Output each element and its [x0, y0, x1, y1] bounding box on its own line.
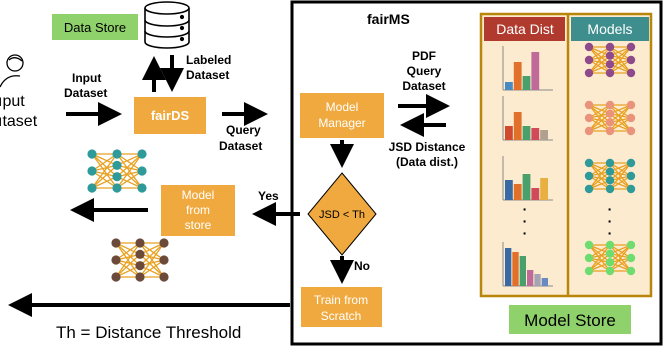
query-dataset-1: Query: [226, 123, 261, 137]
data-dist-header: [484, 17, 565, 41]
fairds-box: [134, 97, 206, 134]
pdf-query-1: PDF: [412, 49, 436, 63]
models-header: [571, 17, 649, 41]
database-icon: [144, 1, 190, 49]
pdf-query-2: Query: [407, 64, 442, 78]
model-store-text: Model Store: [524, 311, 616, 330]
neural-network-icon: [584, 158, 636, 194]
model-from-store-1: Model: [182, 188, 215, 202]
no-label: No: [354, 259, 370, 273]
query-dataset-2: Dataset: [219, 139, 262, 153]
data-store-text: Data Store: [64, 20, 126, 35]
user-icon: [0, 54, 24, 88]
dots-models-1: ·: [608, 201, 613, 217]
model-from-store-3: store: [185, 218, 212, 232]
train-from-scratch-box: [301, 287, 382, 327]
fairds-label: fairDS: [151, 108, 190, 123]
dots-models-2: ·: [608, 213, 613, 229]
dots-dist-3: ·: [523, 225, 528, 241]
dots-dist-2: ·: [523, 213, 528, 229]
dots-models-3: ·: [608, 225, 613, 241]
jsd-distance-1: JSD Distance: [389, 140, 466, 154]
neural-network-icon: [111, 238, 169, 282]
dots-dist-1: ·: [523, 201, 528, 217]
neural-network-icon: [87, 149, 147, 193]
histogram-icon: [502, 242, 553, 287]
model-from-store-2: from: [186, 203, 210, 217]
neural-network-icon: [584, 100, 636, 136]
histogram-icon: [502, 156, 553, 201]
data-store-label: [52, 14, 138, 40]
jsd-distance-2: (Data dist.): [396, 155, 458, 169]
decision-diamond: [307, 172, 377, 256]
neural-network-icon: [584, 42, 636, 78]
decision-label: JSD < Th: [319, 209, 365, 221]
model-manager-2: Manager: [318, 116, 365, 130]
train-1: Train from: [314, 293, 368, 307]
labeled-dataset-2: Dataset: [186, 68, 229, 82]
train-2: Scratch: [321, 309, 362, 323]
model-store-label: [509, 305, 631, 334]
input-dataset-1: Input: [72, 71, 101, 85]
input-dataset-2: Dataset: [64, 86, 107, 100]
neural-network-group: [584, 42, 636, 276]
user-text-2: ıtaset: [0, 113, 38, 130]
fairms-title: fairMS: [367, 11, 410, 27]
pdf-query-3: Dataset: [402, 79, 445, 93]
histogram-icon: [502, 96, 553, 141]
data-dist-header-text: Data Dist: [496, 21, 554, 37]
model-from-store-box: [161, 185, 235, 236]
model-manager-box: [300, 93, 384, 138]
yes-label: Yes: [258, 189, 279, 203]
neural-network-icon: [584, 240, 636, 276]
models-header-text: Models: [587, 21, 632, 37]
histogram-icon: [502, 46, 553, 91]
histogram-group: [502, 46, 553, 287]
threshold-note: Th = Distance Threshold: [56, 323, 241, 342]
model-manager-1: Model: [326, 100, 359, 114]
labeled-dataset-1: Labeled: [186, 53, 231, 67]
user-text-1: ıput: [0, 93, 25, 110]
